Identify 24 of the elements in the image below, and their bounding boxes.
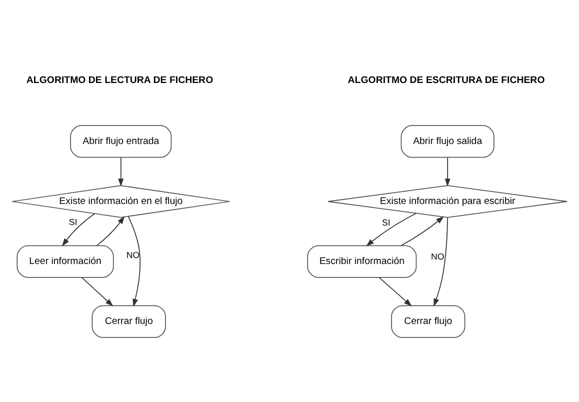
edge-label: SI	[382, 217, 390, 228]
node-box: Abrir flujo entrada	[70, 124, 172, 158]
label: ALGORITMO DE LECTURA DE FICHERO	[26, 74, 214, 86]
arrow	[444, 156, 450, 186]
label: ALGORITMO DE ESCRITURA DE FICHERO	[348, 74, 545, 86]
arrow	[366, 212, 417, 246]
edge-label: SI	[68, 216, 78, 227]
arrow	[118, 156, 124, 186]
node-box: Abrir flujo salida	[400, 124, 494, 158]
node-box: Leer información	[16, 244, 114, 278]
node-diamond: Existe información en el flujo	[12, 184, 230, 218]
arrow	[400, 216, 444, 246]
edge-label: NO	[126, 250, 140, 260]
arrow	[82, 276, 114, 306]
node-box: Escribir información	[307, 244, 417, 278]
edge-label: NO	[431, 250, 444, 261]
node-box: Cerrar flujo	[391, 304, 466, 338]
arrow	[128, 215, 141, 306]
arrow	[62, 212, 96, 246]
arrow	[434, 216, 448, 306]
node-box: Cerrar flujo	[92, 304, 166, 338]
arrow	[96, 215, 125, 246]
arrow	[378, 276, 412, 306]
node-diamond: Existe información para escribir	[328, 184, 568, 218]
